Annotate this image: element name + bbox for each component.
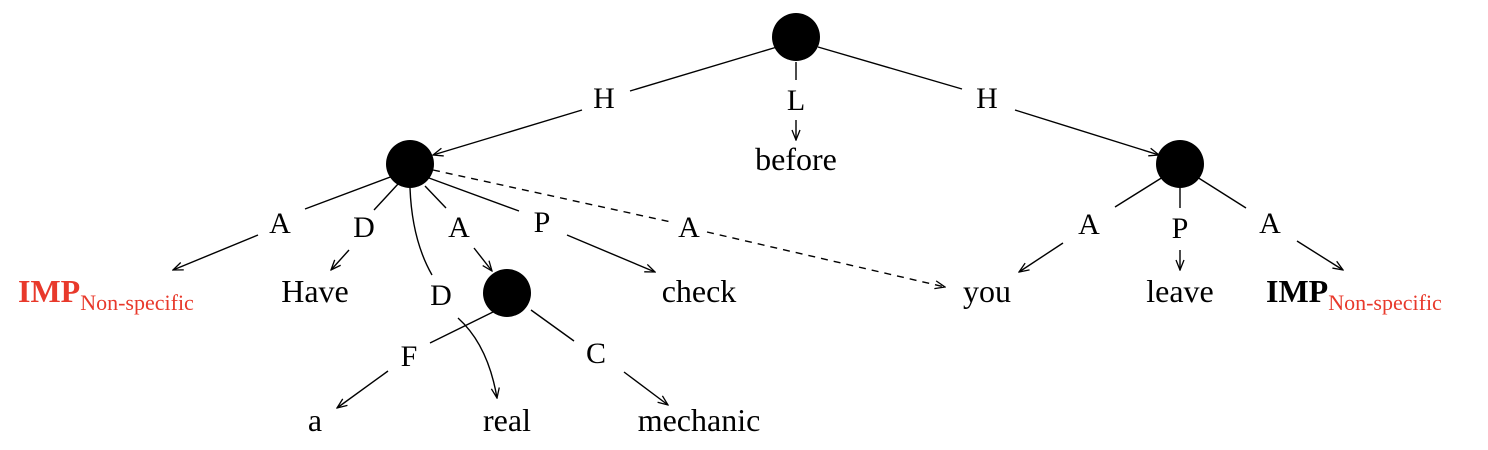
edge-a-to-imp-right xyxy=(1296,240,1343,270)
edge-root-to-h-right xyxy=(817,46,963,90)
edge-a-to-you xyxy=(1019,242,1064,272)
edge-d-to-have xyxy=(331,249,350,270)
right-scene-node xyxy=(1156,140,1204,188)
edge-label-a-you: A xyxy=(1078,208,1100,241)
implicit-left-main: IMP xyxy=(18,273,80,309)
implicit-right-sub: Non-specific xyxy=(1328,290,1442,315)
edge-label-h-left: H xyxy=(593,82,615,115)
left-scene-node xyxy=(386,140,434,188)
implicit-unit-left: IMPNon-specific xyxy=(18,273,194,315)
edge-mech-to-c xyxy=(530,309,575,342)
edge-h-left-to-left-node xyxy=(433,109,583,155)
edge-left-to-d-have xyxy=(373,183,399,211)
edge-root-to-h-left xyxy=(629,46,778,92)
word-a: a xyxy=(308,402,322,438)
edges-root xyxy=(433,46,1159,155)
edge-mech-to-f xyxy=(429,311,494,344)
edge-left-to-d-real xyxy=(409,187,433,276)
edge-h-right-to-right-node xyxy=(1014,109,1159,155)
edge-a-to-imp-left xyxy=(173,234,259,270)
word-before: before xyxy=(755,141,837,177)
edges-mechanic-node xyxy=(337,309,668,408)
word-check: check xyxy=(662,273,737,309)
mechanic-unit-node xyxy=(483,269,531,317)
edge-left-to-a-imp xyxy=(304,175,394,210)
svg-text:IMPNon-specific: IMPNon-specific xyxy=(1266,273,1442,315)
edges-left-node xyxy=(173,169,945,398)
edge-c-to-mechanic xyxy=(623,371,668,405)
implicit-right-main: IMP xyxy=(1266,273,1328,309)
edge-f-to-a xyxy=(337,370,389,408)
edge-label-f: F xyxy=(401,340,418,373)
edge-left-to-a-mech xyxy=(424,185,447,209)
edge-label-a-mech: A xyxy=(448,211,470,244)
edge-right-to-a-you xyxy=(1114,176,1164,208)
implicit-left-sub: Non-specific xyxy=(80,290,194,315)
edge-right-to-a-imp xyxy=(1196,176,1247,209)
edge-d-to-real xyxy=(457,317,497,398)
edge-label-h-right: H xyxy=(976,82,998,115)
edge-label-p-check: P xyxy=(534,206,551,239)
edge-label-a-imp-left: A xyxy=(269,207,291,240)
terminal-words: before Have check you leave a real mecha… xyxy=(281,141,1214,438)
svg-text:IMPNon-specific: IMPNon-specific xyxy=(18,273,194,315)
edge-label-d-have: D xyxy=(353,211,375,244)
edge-label-c: C xyxy=(586,337,606,370)
implicit-unit-right: IMPNon-specific xyxy=(1266,273,1442,315)
word-mechanic: mechanic xyxy=(638,402,761,438)
edges-right-node xyxy=(1019,176,1343,272)
edge-label-p-leave: P xyxy=(1172,212,1189,245)
edge-a-to-you-remote xyxy=(706,231,945,287)
edge-label-d-real: D xyxy=(430,279,452,312)
word-have: Have xyxy=(281,273,349,309)
edge-p-to-check xyxy=(566,234,655,272)
edge-label-l: L xyxy=(787,84,805,117)
edge-label-a-imp-right: A xyxy=(1259,207,1281,240)
edge-left-to-a-you-remote xyxy=(432,169,672,223)
root-node xyxy=(772,13,820,61)
word-you: you xyxy=(963,273,1011,309)
edge-label-a-you-remote: A xyxy=(678,211,700,244)
word-leave: leave xyxy=(1146,273,1214,309)
edge-labels: H L H A D A P A D F C A P A xyxy=(269,82,1281,373)
edge-a-to-mech-node xyxy=(473,247,492,271)
word-real: real xyxy=(483,402,531,438)
edge-left-to-p-check xyxy=(428,177,520,212)
